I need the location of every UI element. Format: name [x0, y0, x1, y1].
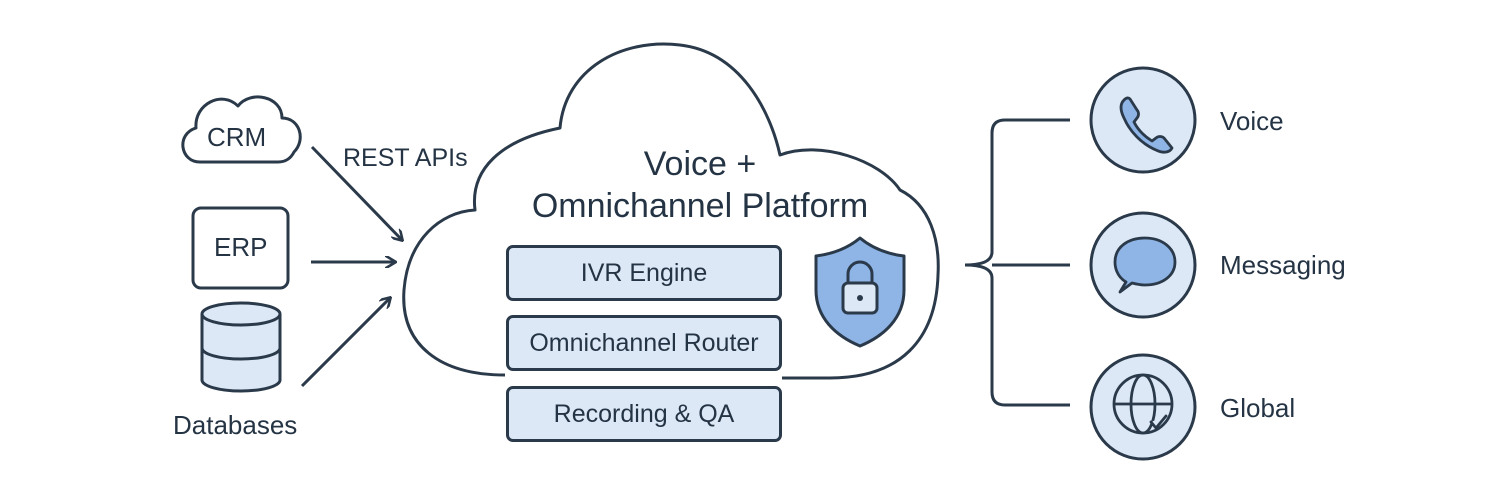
- module-recording-qa: Recording & QA: [506, 386, 782, 442]
- globe-icon: [1089, 353, 1197, 461]
- database-icon: [200, 301, 282, 393]
- phone-icon: [1089, 66, 1197, 174]
- arrow-crm-to-platform: [310, 145, 402, 240]
- platform-cloud-shape: [402, 42, 940, 380]
- channel-voice-label: Voice: [1220, 106, 1284, 136]
- platform-title: Voice + Omnichannel Platform: [490, 143, 910, 227]
- platform-title-line1: Voice +: [643, 145, 757, 183]
- crm-cloud-icon: [181, 95, 302, 164]
- platform-title-line2: Omnichannel Platform: [531, 187, 869, 225]
- crm-label: CRM: [207, 122, 267, 152]
- module-omnichannel-router: Omnichannel Router: [506, 315, 782, 371]
- databases-label: Databases: [173, 410, 298, 440]
- rest-apis-label: REST APIs: [343, 144, 468, 172]
- channel-bracket: [964, 118, 1070, 407]
- shield-lock-icon: [814, 236, 906, 348]
- erp-label: ERP: [214, 232, 268, 262]
- arrow-databases-to-platform: [300, 298, 390, 388]
- module-ivr-engine: IVR Engine: [506, 245, 782, 301]
- channel-global-label: Global: [1220, 393, 1296, 423]
- erp-box-icon: [191, 206, 290, 290]
- chat-bubble-icon: [1089, 211, 1197, 319]
- channel-messaging-label: Messaging: [1220, 250, 1346, 280]
